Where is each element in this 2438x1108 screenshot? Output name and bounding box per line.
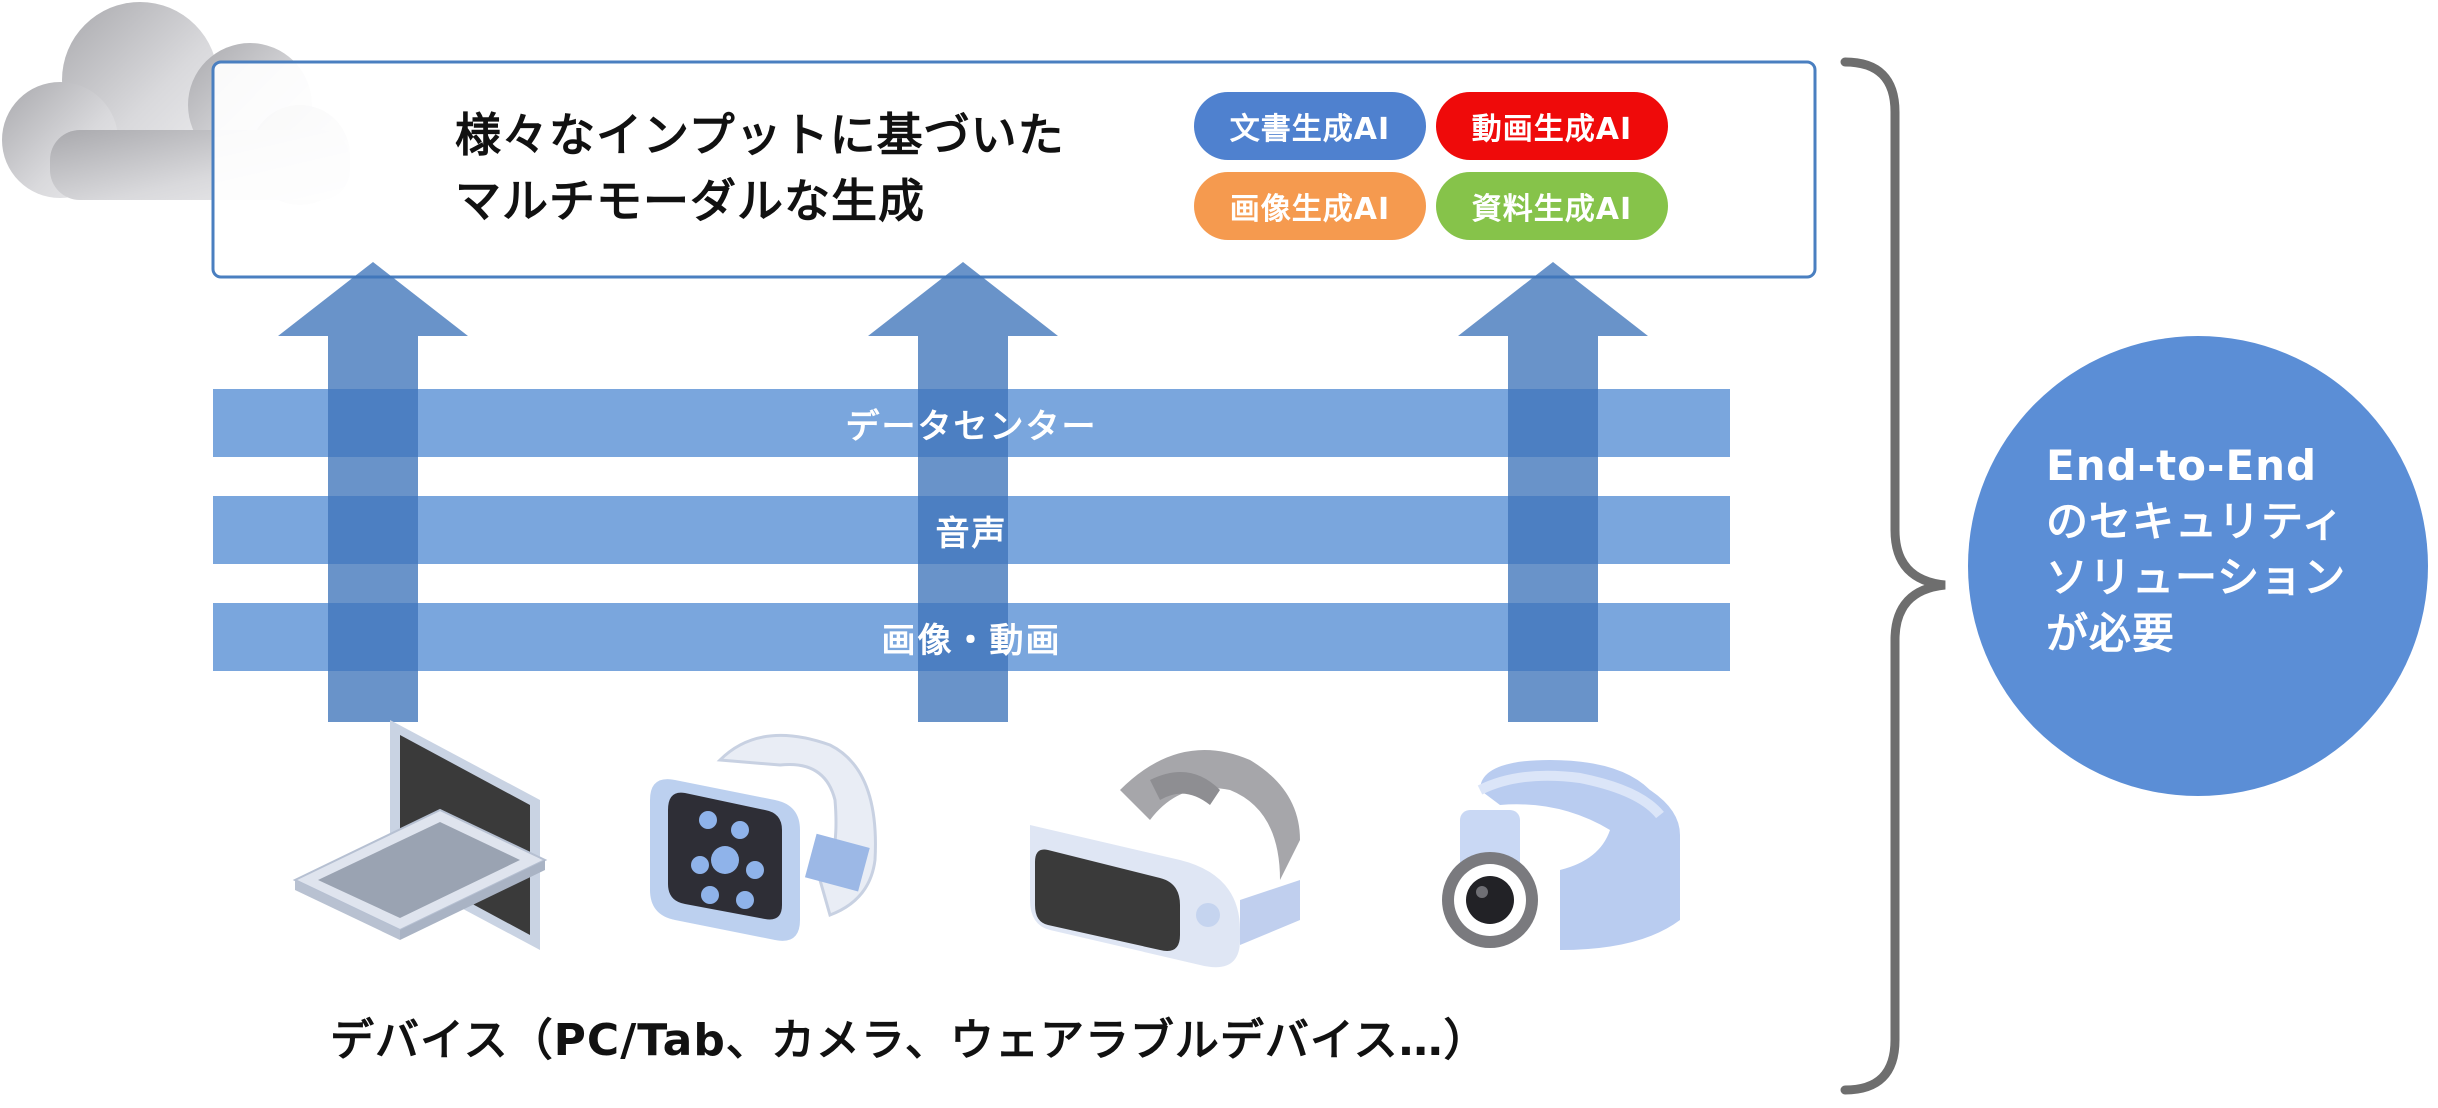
band-label-datacenter: データセンター	[845, 406, 1098, 447]
band-label-audio: 音声	[935, 513, 1008, 554]
callout-line3: ソリューション	[2046, 553, 2347, 602]
vr-headset-icon	[1030, 750, 1300, 968]
laptop-icon	[292, 720, 548, 950]
callout-line2: のセキュリティ	[2046, 497, 2345, 546]
tag-document-ai: 文書生成AI	[1194, 92, 1426, 160]
callout-line4: が必要	[2046, 609, 2176, 658]
tag-video-ai: 動画生成AI	[1436, 92, 1668, 160]
callout-circle	[1968, 336, 2428, 796]
devices-caption: デバイス（PC/Tab、カメラ、ウェアラブルデバイス…）	[330, 1015, 1489, 1066]
right-brace	[1840, 57, 1946, 1095]
callout-text: End-to-End のセキュリティ ソリューション が必要	[2046, 438, 2426, 662]
up-arrow-left	[278, 262, 468, 722]
wearable-camera-icon	[1442, 760, 1680, 950]
generation-title: 様々なインプットに基づいた マルチモーダルな生成	[455, 102, 1175, 234]
up-arrow-right	[1458, 262, 1648, 722]
up-arrow-center	[868, 262, 1058, 722]
tag-material-ai: 資料生成AI	[1436, 172, 1668, 240]
tag-image-ai: 画像生成AI	[1194, 172, 1426, 240]
generation-title-line1: 様々なインプットに基づいた	[455, 108, 1065, 162]
smartwatch-icon	[650, 733, 877, 941]
callout-line1: End-to-End	[2046, 441, 2318, 490]
generation-title-line2: マルチモーダルな生成	[455, 174, 925, 228]
band-label-image-video: 画像・動画	[881, 620, 1062, 661]
